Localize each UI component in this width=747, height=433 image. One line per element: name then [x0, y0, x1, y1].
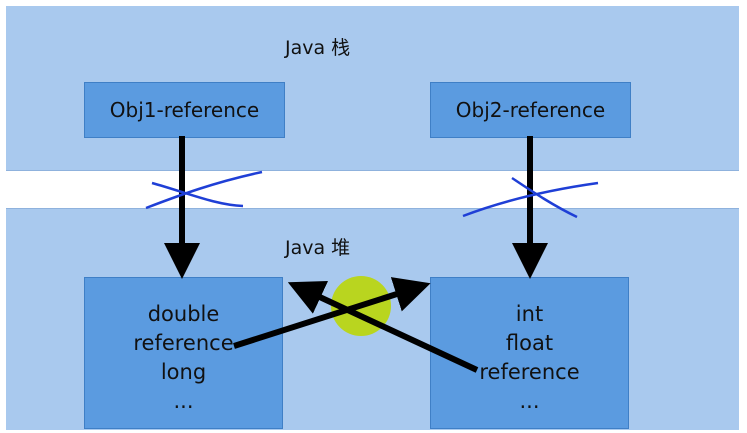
stack-title: Java 栈 [285, 37, 351, 59]
object1-field-2: reference [133, 331, 234, 355]
object2-field-2: float [505, 331, 554, 355]
obj1-reference-label: Obj1-reference [109, 98, 260, 122]
object1-field-3: long [160, 360, 207, 384]
object1-field-4: ... [173, 389, 194, 413]
heap-title: Java 堆 [285, 237, 351, 259]
object2-field-1: int [515, 302, 544, 326]
obj2-reference-label: Obj2-reference [455, 98, 606, 122]
object2-box: int float reference ... [430, 277, 629, 429]
object2-field-3: reference [479, 360, 580, 384]
obj2-reference-box: Obj2-reference [430, 82, 631, 138]
object1-box: double reference long ... [84, 277, 283, 429]
object2-field-4: ... [519, 389, 540, 413]
object1-field-1: double [147, 302, 220, 326]
